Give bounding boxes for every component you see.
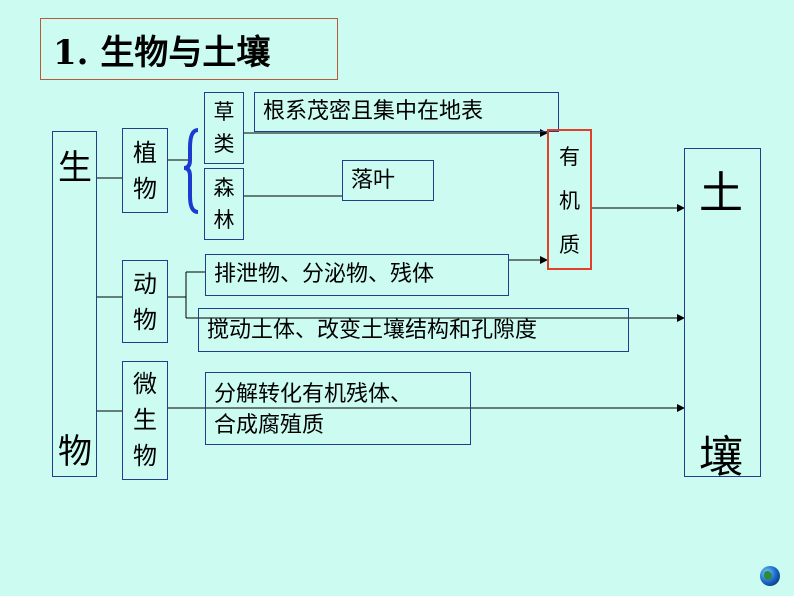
grass-box: 草 类 (204, 92, 244, 164)
slide-title-text: 1. 生物与土壤 (53, 32, 271, 73)
organic-matter-char-3: 质 (559, 233, 580, 257)
plants-char-2: 物 (133, 175, 157, 203)
forest-char-1: 森 (213, 176, 235, 200)
microbes-box: 微 生 物 (122, 361, 168, 480)
leaves-description: 落叶 (342, 160, 434, 201)
microbes-char-1: 微 (133, 370, 157, 398)
soil-char-1: 土 (699, 168, 743, 219)
animals-char-1: 动 (133, 270, 157, 298)
organisms-char-2: 物 (58, 432, 92, 472)
soil-box: 土 壤 (684, 148, 761, 483)
forest-box: 森 林 (204, 168, 244, 240)
organic-matter-char-2: 机 (559, 189, 580, 213)
animals-char-2: 物 (133, 306, 157, 334)
forest-char-2: 林 (213, 208, 235, 232)
microbes-char-3: 物 (133, 442, 157, 470)
globe-icon (760, 566, 780, 586)
microbe-description-line-1: 分解转化有机残体、 (214, 382, 413, 407)
plant-type-brace (183, 128, 199, 214)
organisms-box: 生 物 (52, 131, 97, 477)
microbe-description: 分解转化有机残体、 合成腐殖质 (205, 372, 471, 445)
slide-title: 1. 生物与土壤 (40, 18, 338, 80)
animals-box: 动 物 (122, 260, 168, 343)
microbes-char-2: 生 (133, 406, 157, 434)
organic-matter-box: 有 机 质 (547, 129, 592, 270)
plants-box: 植 物 (122, 128, 168, 213)
grass-char-2: 类 (213, 132, 235, 156)
grass-char-1: 草 (213, 100, 235, 124)
soil-char-2: 壤 (699, 432, 743, 483)
organisms-char-1: 生 (58, 148, 92, 188)
plants-char-1: 植 (133, 139, 157, 167)
animal-waste-description: 排泄物、分泌物、残体 (205, 254, 509, 296)
animal-disturb-description: 搅动土体、改变土壤结构和孔隙度 (198, 308, 629, 352)
organic-matter-char-1: 有 (559, 145, 580, 169)
roots-description: 根系茂密且集中在地表 (254, 92, 559, 132)
microbe-description-line-2: 合成腐殖质 (214, 413, 325, 438)
